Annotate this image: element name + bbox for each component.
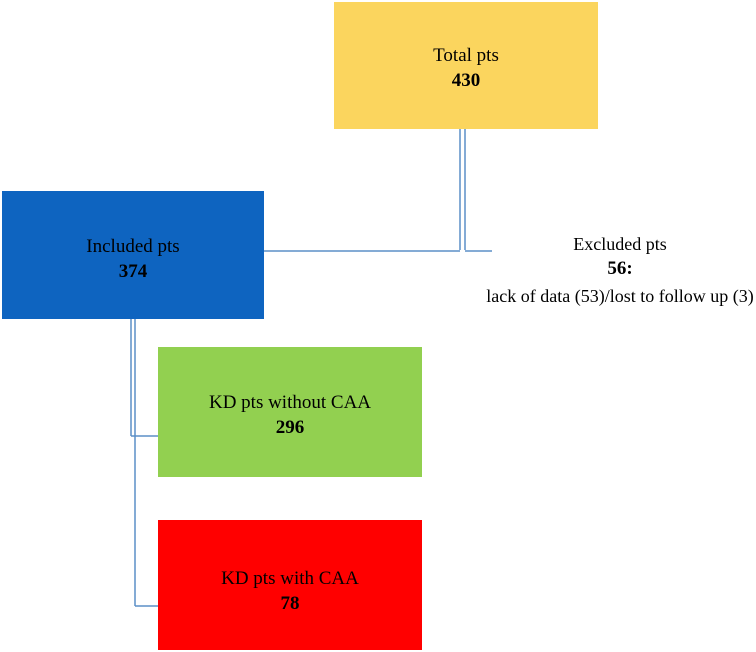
excluded-patients-count: 56: <box>607 258 633 279</box>
kd-with-caa-box: KD pts with CAA 78 <box>158 520 422 650</box>
kd-with-caa-count: 78 <box>280 593 300 614</box>
total-patients-count: 430 <box>451 69 481 91</box>
included-patients-label: Included pts <box>86 236 180 257</box>
kd-without-caa-box: KD pts without CAA 296 <box>158 347 422 477</box>
total-patients-label: Total pts <box>433 44 499 66</box>
excluded-patients-label: Excluded pts <box>573 234 667 254</box>
total-patients-box: Total pts 430 <box>334 2 598 129</box>
kd-with-caa-label: KD pts with CAA <box>221 568 359 589</box>
included-patients-count: 374 <box>118 261 148 282</box>
excluded-patients-detail: lack of data (53)/lost to follow up (3) <box>486 286 754 306</box>
kd-without-caa-count: 296 <box>275 417 305 438</box>
included-patients-box: Included pts 374 <box>2 191 264 319</box>
excluded-patients-block: Excluded pts 56: lack of data (53)/lost … <box>486 232 754 307</box>
kd-without-caa-label: KD pts without CAA <box>208 392 372 413</box>
